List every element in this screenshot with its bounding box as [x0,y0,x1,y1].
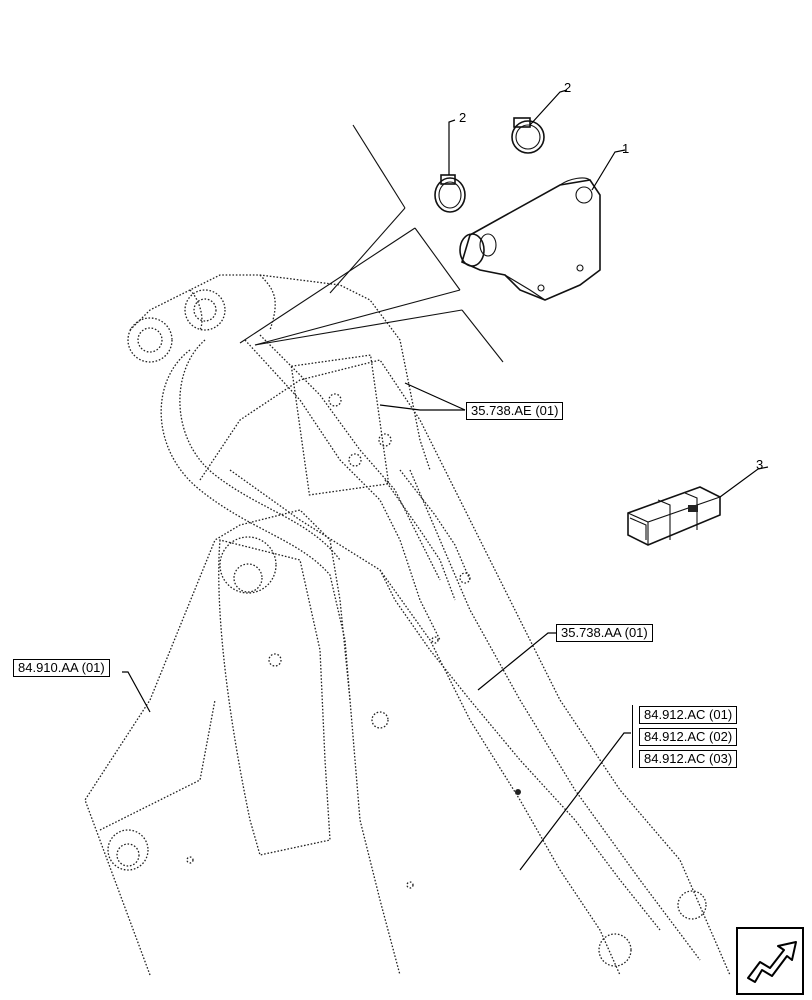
frame-reference-tag[interactable]: 84.910.AA (01) [13,659,110,677]
callout-3: 3 [756,457,764,472]
boom-assembly [84,274,731,976]
callout-2b: 2 [564,80,572,95]
callout-1: 1 [622,141,630,156]
arm-reference-tag-3[interactable]: 84.912.AC (03) [639,750,738,768]
arm-reference-group-bracket [632,705,633,768]
next-page-arrow-icon[interactable] [736,927,804,995]
hose-reference-tag[interactable]: 35.738.AE (01) [466,402,564,420]
tube-reference-tag[interactable]: 35.738.AA (01) [556,624,653,642]
kit-box-part [627,486,721,546]
hose-clamp-part-a [434,174,466,213]
hose-clamp-part-b [511,117,545,154]
callout-2a: 2 [459,110,467,125]
explode-lines [239,124,504,363]
leader-lines [122,89,769,871]
arm-reference-tag-1[interactable]: 84.912.AC (01) [639,706,738,724]
guard-plate-part [459,177,601,301]
arm-reference-tag-2[interactable]: 84.912.AC (02) [639,728,738,746]
